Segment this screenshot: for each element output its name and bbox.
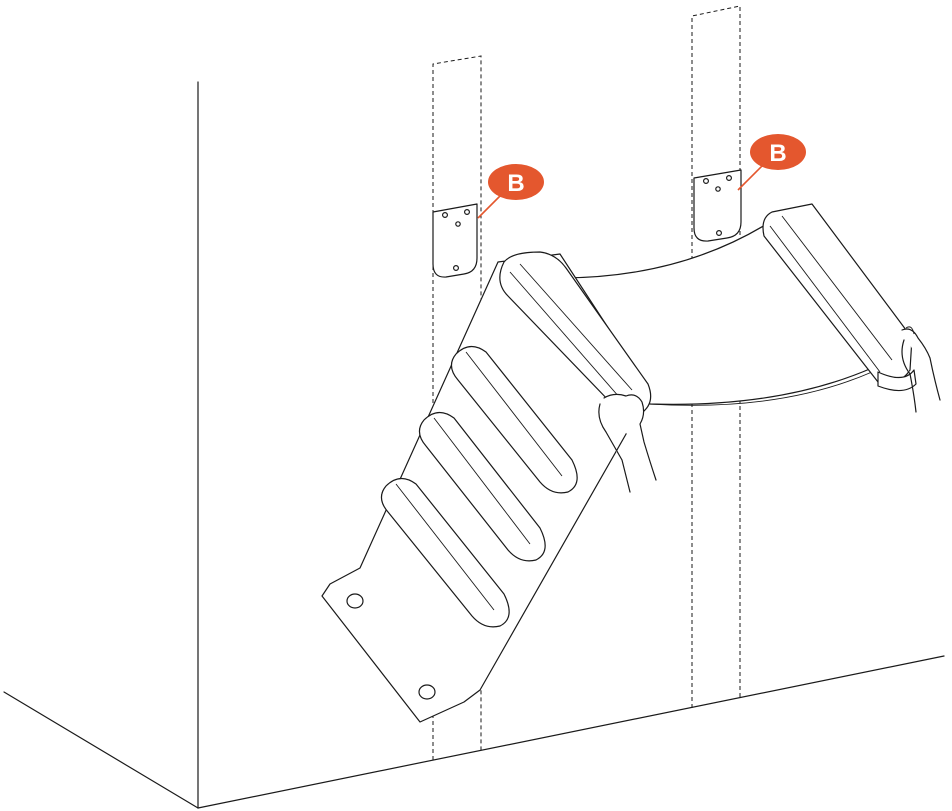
hand-icon [901, 328, 941, 413]
stair-ramp [321, 251, 652, 723]
right-rail [762, 203, 917, 392]
hand-right [901, 326, 941, 413]
callout-b-right: B [737, 134, 806, 191]
ramp-step [380, 477, 510, 628]
floor-edge-left [3, 691, 199, 809]
mounting-hole [346, 593, 364, 609]
mounting-hole [418, 684, 436, 700]
ramp-step [450, 345, 578, 494]
hand-left [598, 393, 657, 493]
ramp-step [418, 411, 546, 562]
wall-bracket-icon [432, 203, 478, 278]
wall-bracket-right [693, 169, 742, 242]
wall-bracket-icon [693, 169, 742, 242]
callout-b-left: B [477, 164, 544, 219]
wall-structure [3, 81, 945, 809]
callout-badge [750, 134, 806, 170]
hand-icon [598, 393, 657, 493]
callout-label: B [507, 170, 524, 197]
floor-edge-right [197, 655, 945, 809]
callout-leader [737, 163, 765, 191]
callout-label: B [769, 140, 786, 167]
callout-badge [488, 164, 544, 200]
wall-bracket-left [432, 203, 478, 278]
